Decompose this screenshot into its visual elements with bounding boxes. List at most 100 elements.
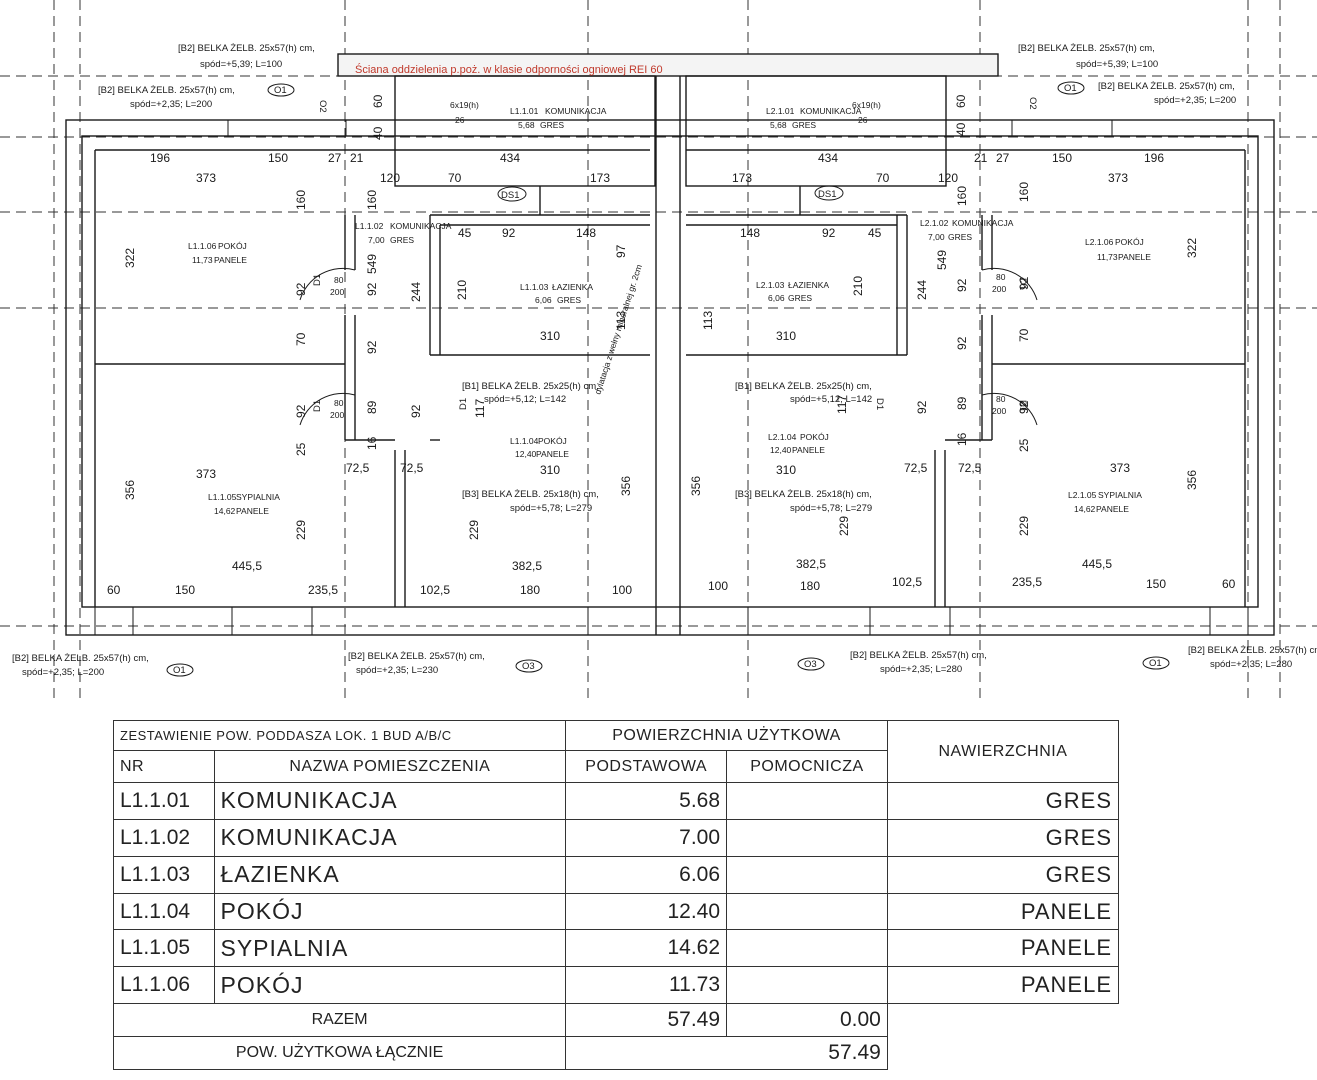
- dim-196-left: 196: [150, 151, 170, 165]
- dim-100-left: 100: [612, 583, 632, 597]
- beam-b1-right: [B1] BELKA ŻELB. 25x25(h) cm,: [735, 381, 872, 392]
- dim-92-left-a: 92: [502, 226, 516, 240]
- room-l1-1-03-name: ŁAZIENKA: [552, 282, 593, 292]
- dim-92-left-f: 92: [409, 404, 423, 418]
- dim-229-left: 229: [294, 520, 308, 540]
- tag-o3-bottom-left: O3: [522, 661, 535, 672]
- room-l1-1-04-name: POKÓJ: [538, 436, 567, 446]
- dim-92-right-f: 92: [915, 400, 929, 414]
- dim-100-right: 100: [708, 579, 728, 593]
- door-200-right-b: 200: [992, 406, 1006, 416]
- row-name: POKÓJ: [213, 892, 567, 931]
- tag-d1-right-a: D1: [1017, 278, 1028, 290]
- room-l2-1-02-area: 7,00: [928, 232, 945, 242]
- area-schedule-table: ZESTAWIENIE POW. PODDASZA LOK. 1 BUD A/B…: [112, 720, 1120, 1070]
- room-l2-1-04-code: L2.1.04: [768, 432, 797, 442]
- room-l2-1-03-code: L2.1.03: [756, 280, 785, 290]
- dim-229-right: 229: [1017, 516, 1031, 536]
- tag-d1-left-c: D1: [458, 398, 469, 410]
- dim-72-5-right-a: 72,5: [904, 461, 928, 475]
- dim-60-stair-left: 60: [371, 94, 385, 108]
- row-aux: [726, 966, 888, 1005]
- dim-356-right: 356: [1185, 470, 1199, 490]
- dim-150-bottom-left: 150: [175, 583, 195, 597]
- dim-92-right-a: 92: [822, 226, 836, 240]
- row-surface: GRES: [886, 782, 1120, 820]
- beam-b2-top-right: [B2] BELKA ŻELB. 25x57(h) cm,: [1018, 43, 1155, 54]
- dim-27-right: 27: [996, 151, 1010, 165]
- row-basic: 12.40: [565, 892, 728, 931]
- beam-b2-bottom-left: [B2] BELKA ŻELB. 25x57(h) cm,: [12, 653, 149, 664]
- beam-b2-right-spod: spód=+2,35; L=200: [1154, 95, 1236, 106]
- dim-180-left: 180: [520, 583, 540, 597]
- windows: [94, 119, 1249, 636]
- table-row: L1.1.02 KOMUNIKACJA 7.00 GRES: [113, 818, 1120, 857]
- beam-b2-right: [B2] BELKA ŻELB. 25x57(h) cm,: [1098, 81, 1235, 92]
- room-l2-1-05-name: SYPIALNIA: [1098, 490, 1142, 500]
- stairs-right: 6x19(h): [852, 100, 881, 110]
- row-aux: [726, 782, 888, 820]
- table-title: ZESTAWIENIE POW. PODDASZA LOK. 1 BUD A/B…: [112, 720, 567, 751]
- dim-445-5-left: 445,5: [232, 559, 262, 573]
- door-sizes: 80 200 80 200 80 200 80 200: [330, 272, 1006, 420]
- room-l1-1-05-finish: PANELE: [236, 506, 269, 516]
- room-l1-1-02-code: L1.1.02: [355, 221, 384, 231]
- tag-ds1-right: DS1: [818, 189, 836, 200]
- room-l2-1-06-code: L2.1.06: [1085, 237, 1114, 247]
- beam-b2-top-right-spod: spód=+5,39; L=100: [1076, 59, 1158, 70]
- dim-150-top-right: 150: [1052, 151, 1072, 165]
- room-l1-1-01-code: L1.1.01: [510, 106, 539, 116]
- dim-60-left: 60: [107, 583, 121, 597]
- row-surface: PANELE: [886, 892, 1120, 931]
- dim-40-stair-right: 40: [954, 122, 968, 136]
- dim-120-left: 120: [380, 171, 400, 185]
- row-basic: 14.62: [565, 929, 728, 968]
- room-l1-1-06-name: POKÓJ: [218, 241, 247, 251]
- row-name: KOMUNIKACJA: [213, 818, 567, 857]
- table-row: L1.1.03 ŁAZIENKA 6.06 GRES: [113, 855, 1120, 894]
- dim-549-left: 549: [365, 254, 379, 274]
- beam-b2-bottom-left-spod: spód=+2,35; L=200: [22, 667, 104, 678]
- row-basic: 6.06: [565, 855, 728, 894]
- dim-173-left: 173: [590, 171, 610, 185]
- room-l1-1-01-area: 5,68: [518, 120, 535, 130]
- dim-92-left-c: 92: [294, 404, 308, 418]
- beam-b1-right-spod: spód=+5,12; L=142: [790, 394, 872, 405]
- door-80-left-a: 80: [334, 275, 344, 285]
- room-l2-1-02-name: KOMUNIKACJA: [952, 218, 1014, 228]
- dim-70-left-v: 70: [294, 332, 308, 346]
- dim-102-5-right: 102,5: [892, 575, 922, 589]
- room-l2-1-04-area: 12,40: [770, 445, 792, 455]
- row-basic: 11.73: [565, 966, 728, 1005]
- dim-117-left: 117: [473, 399, 487, 418]
- room-l2-1-04-name: POKÓJ: [800, 432, 829, 442]
- dim-16-right: 16: [955, 432, 969, 446]
- dim-92-left-d: 92: [365, 282, 379, 296]
- room-l1-1-03-code: L1.1.03: [520, 282, 549, 292]
- room-l1-1-06-area: 11,73: [192, 255, 213, 265]
- room-l1-1-02-name: KOMUNIKACJA: [390, 221, 452, 231]
- room-l2-1-02-finish: GRES: [948, 232, 972, 242]
- dim-89-right: 89: [955, 396, 969, 410]
- dim-434-right: 434: [818, 151, 838, 165]
- tag-d1-left-a: D1: [312, 274, 323, 286]
- room-l2-1-05-finish: PANELE: [1096, 504, 1129, 514]
- tag-ds1-left: DS1: [501, 190, 519, 201]
- row-aux: [726, 892, 888, 931]
- door-80-right-b: 80: [996, 394, 1006, 404]
- total-value: 57.49: [565, 1036, 888, 1070]
- header-nr: NR: [113, 750, 215, 783]
- room-l2-1-01-name: KOMUNIKACJA: [800, 106, 862, 116]
- beam-b2-left: [B2] BELKA ŻELB. 25x57(h) cm,: [98, 85, 235, 96]
- tag-o1-top-left: O1: [274, 85, 287, 96]
- beam-b2-bottom-mid: [B2] BELKA ŻELB. 25x57(h) cm,: [348, 651, 485, 662]
- header-basic: PODSTAWOWA: [565, 750, 728, 783]
- room-l2-1-04-finish: PANELE: [792, 445, 825, 455]
- door-80-left-b: 80: [334, 398, 344, 408]
- dim-150-top-left: 150: [268, 151, 288, 165]
- beam-b1-left: [B1] BELKA ŻELB. 25x25(h) cm,: [462, 381, 599, 392]
- dim-160-right-b: 160: [955, 186, 969, 206]
- room-l1-1-01-finish: GRES: [540, 120, 564, 130]
- table-row: L1.1.04 POKÓJ 12.40 PANELE: [113, 892, 1120, 931]
- beam-b2-bottom-right-spod: spód=+2,35; L=280: [880, 664, 962, 675]
